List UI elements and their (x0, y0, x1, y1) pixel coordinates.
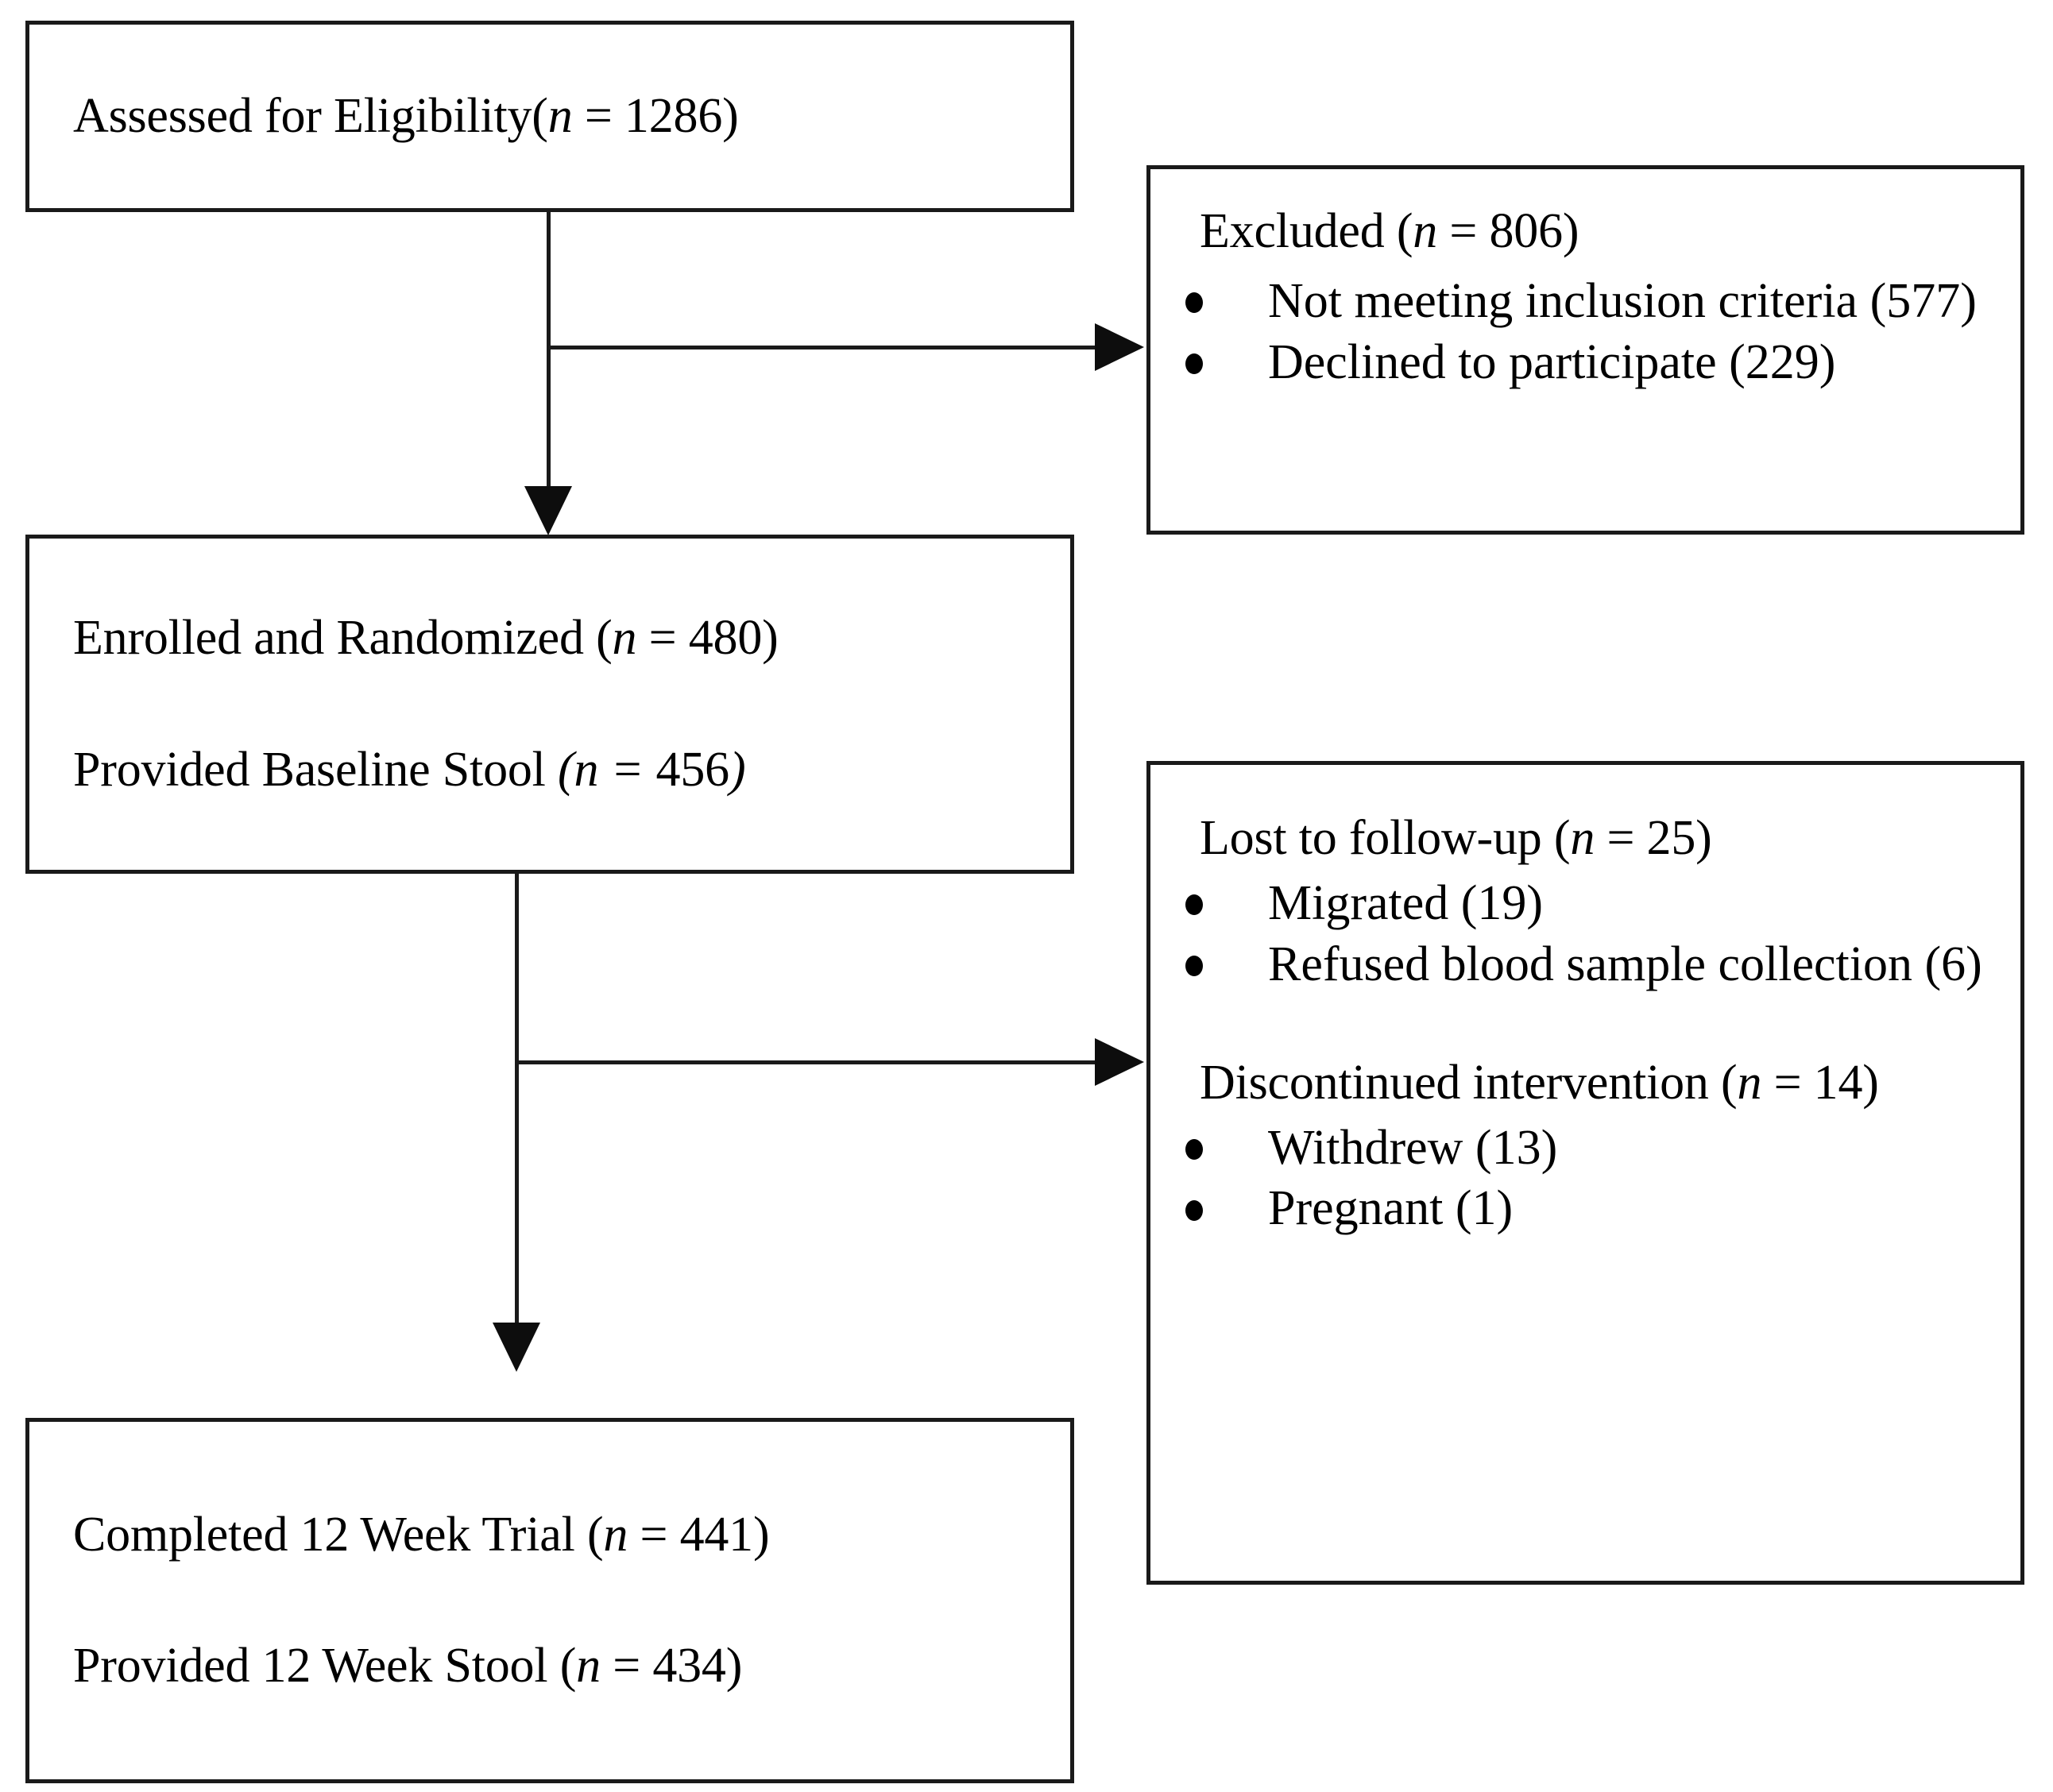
excluded-n-value: 806 (1489, 204, 1563, 258)
lost-to-followup-heading: Lost to follow-up (n = 25) (1200, 811, 1712, 865)
week12-stool-label: Provided 12 Week Stool (73, 1639, 548, 1693)
bullet-dot-icon (1185, 353, 1203, 374)
list-item: Migrated (19) (1150, 874, 2020, 933)
discontinued-bullet-1-text: Pregnant (1) (1268, 1181, 1514, 1236)
assessed-text: Assessed for Eligibility(n = 1286) (29, 87, 1070, 145)
spacer (29, 1564, 1070, 1637)
node-enrolled-and-randomized: Enrolled and Randomized (n = 480) Provid… (25, 535, 1074, 874)
excluded-heading-label: Excluded (1200, 204, 1385, 258)
excluded-n-var: n (1413, 204, 1438, 258)
completed-n-var: n (603, 1507, 628, 1562)
baseline-stool-n-var: n (574, 742, 599, 797)
completed-label: Completed 12 Week Trial (73, 1507, 575, 1562)
assessed-n-eq: = (572, 88, 624, 143)
arrowhead-right-to-excluded (1095, 323, 1144, 371)
connector-enrolled-to-attrition-horizontal (515, 1060, 1095, 1064)
connector-enrolled-to-completed-vertical (515, 874, 519, 1366)
discontinued-heading: Discontinued intervention (n = 14) (1200, 1055, 1879, 1110)
arrowhead-down-to-enrolled (524, 486, 572, 535)
enrolled-label: Enrolled and Randomized (73, 611, 584, 666)
lost-bullet-list: Migrated (19) Refused blood sample colle… (1150, 874, 2020, 995)
bullet-dot-icon (1185, 1199, 1203, 1221)
lost-bullet-0-text: Migrated (19) (1268, 876, 1544, 931)
week12-stool-n-value: 434 (652, 1639, 726, 1693)
list-item: Not meeting inclusion criteria (577) (1150, 272, 2020, 330)
lost-heading-label: Lost to follow-up (1200, 811, 1542, 865)
discontinued-bullet-0-text: Withdrew (13) (1268, 1121, 1558, 1176)
bullet-dot-icon (1185, 292, 1203, 314)
enrolled-n-var: n (612, 611, 637, 666)
discontinued-heading-label: Discontinued intervention (1200, 1055, 1709, 1110)
node-assessed-for-eligibility: Assessed for Eligibility(n = 1286) (25, 21, 1074, 212)
excluded-heading: Excluded (n = 806) (1200, 204, 1579, 258)
completed-line-1: Completed 12 Week Trial (n = 441) (73, 1507, 770, 1562)
discontinued-bullet-list: Withdrew (13) Pregnant (1) (1150, 1118, 2020, 1240)
excluded-bullet-list: Not meeting inclusion criteria (577) Dec… (1150, 272, 2020, 393)
spacer (29, 668, 1070, 741)
list-item: Pregnant (1) (1150, 1179, 2020, 1238)
excluded-bullet-1-text: Declined to participate (229) (1268, 334, 1836, 389)
lost-n-var: n (1570, 811, 1595, 865)
arrowhead-down-to-completed (493, 1323, 540, 1372)
completed-n-value: 441 (679, 1507, 754, 1562)
enrolled-n-value: 480 (688, 611, 763, 666)
lost-bullet-1-text: Refused blood sample collection (6) (1268, 937, 1982, 991)
bullet-dot-icon (1185, 894, 1203, 916)
assessed-paren-open: ( (532, 88, 548, 143)
node-attrition: Lost to follow-up (n = 25) Migrated (19)… (1146, 761, 2024, 1585)
connector-assessed-to-enrolled-vertical (547, 212, 551, 528)
baseline-stool-n-value: 456 (655, 742, 730, 797)
discontinued-n-var: n (1737, 1055, 1762, 1110)
enrolled-line-1: Enrolled and Randomized (n = 480) (73, 611, 779, 666)
excluded-bullet-0-text: Not meeting inclusion criteria (577) (1268, 274, 1977, 329)
node-completed-trial: Completed 12 Week Trial (n = 441) Provid… (25, 1418, 1074, 1783)
assessed-label: Assessed for Eligibility (73, 88, 532, 143)
assessed-n-var: n (547, 88, 573, 143)
connector-assessed-to-excluded-horizontal (547, 346, 1095, 350)
discontinued-n-value: 14 (1813, 1055, 1863, 1110)
week12-stool-n-var: n (576, 1639, 601, 1693)
lost-n-value: 25 (1646, 811, 1696, 865)
list-item: Withdrew (13) (1150, 1118, 2020, 1177)
baseline-stool-label: Provided Baseline Stool (73, 742, 546, 797)
bullet-dot-icon (1185, 955, 1203, 976)
node-excluded: Excluded (n = 806) Not meeting inclusion… (1146, 165, 2024, 535)
spacer (1150, 995, 2020, 1054)
assessed-paren-close: ) (722, 88, 739, 143)
list-item: Declined to participate (229) (1150, 333, 2020, 392)
enrolled-line-2: Provided Baseline Stool (n = 456) (73, 742, 746, 797)
assessed-n-value: 1286 (624, 88, 723, 143)
list-item: Refused blood sample collection (6) (1150, 935, 2020, 994)
arrowhead-right-to-attrition (1095, 1038, 1144, 1086)
bullet-dot-icon (1185, 1139, 1203, 1161)
completed-line-2: Provided 12 Week Stool (n = 434) (73, 1639, 743, 1693)
